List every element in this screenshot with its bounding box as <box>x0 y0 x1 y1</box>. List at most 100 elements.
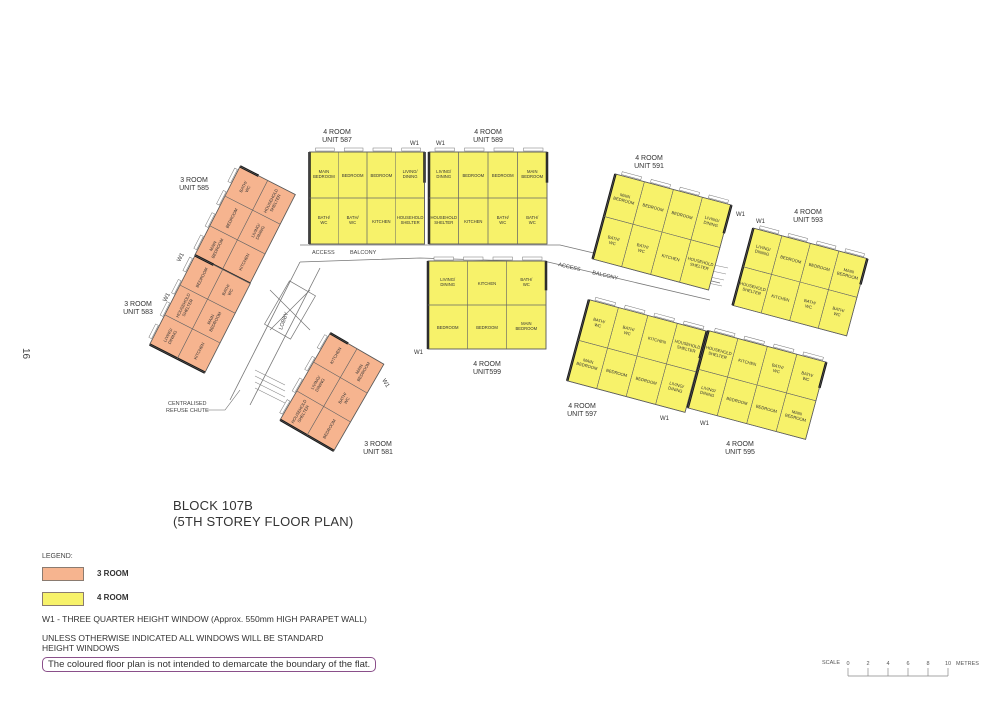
room-label: BEDROOM <box>642 202 665 213</box>
window <box>802 351 824 361</box>
window <box>714 327 736 337</box>
room-label: BEDROOM <box>606 368 629 379</box>
window <box>193 234 204 251</box>
room-label: KITCHEN <box>661 253 680 263</box>
room-label: BATH/WC <box>520 277 533 287</box>
room-label: BATH/WC <box>238 179 253 195</box>
window <box>523 147 544 152</box>
room-label: BEDROOM <box>462 173 484 178</box>
window <box>148 323 159 340</box>
legend-label-4-room: 4 ROOM <box>97 593 129 602</box>
unit-583: LIVING/DININGHOUSEHOLDSHELTERBEDROOMKITC… <box>148 254 251 374</box>
legend-heading: LEGEND: <box>42 553 73 560</box>
room <box>679 239 721 291</box>
balcony-label: BALCONY <box>350 250 377 256</box>
unit-number: UNIT 593 <box>793 217 823 224</box>
legend-swatch-4-room <box>42 592 84 606</box>
refuse-chute-label: CENTRALISED <box>168 401 207 407</box>
room-label: MAINBEDROOM <box>836 266 860 281</box>
disclaimer: The coloured floor plan is not intended … <box>42 657 377 672</box>
storey-title: (5TH STOREY FLOOR PLAN) <box>173 514 354 529</box>
w1-label: W1 <box>736 212 746 218</box>
window <box>683 320 705 330</box>
window <box>291 377 303 393</box>
room <box>339 348 385 394</box>
room-label: BEDROOM <box>755 404 778 415</box>
window <box>372 147 392 152</box>
room-label: HOUSEHOLDSHELTER <box>738 281 766 298</box>
window <box>401 147 421 152</box>
room-label: BATH/WC <box>318 215 331 225</box>
window <box>679 186 700 196</box>
unit-type: 4 ROOM <box>635 155 663 162</box>
window <box>621 171 642 181</box>
refuse-chute-label-2: REFUSE CHUTE <box>166 408 209 414</box>
window <box>787 233 808 242</box>
room-label: LIVING/DINING <box>668 380 686 394</box>
room <box>817 289 858 337</box>
room-label: KITCHEN <box>771 293 790 303</box>
window <box>493 147 514 152</box>
room-label: MAINBEDROOM <box>576 356 600 371</box>
unit-581: HOUSEHOLDSHELTERLIVING/DININGKITCHENBEDR… <box>279 332 385 452</box>
unit-number: UNIT 583 <box>123 309 153 316</box>
window <box>708 194 729 204</box>
unit-number: UNIT 585 <box>179 185 209 192</box>
room-label: BEDROOM <box>635 375 658 386</box>
windows-note-2: HEIGHT WINDOWS <box>42 643 120 653</box>
room-label: BEDROOM <box>371 173 393 178</box>
room-label: BATH/WC <box>621 324 636 337</box>
room-label: BEDROOM <box>671 210 694 221</box>
unit-number: UNIT 597 <box>567 411 597 418</box>
w1-label: W1 <box>162 292 172 303</box>
w1-label: W1 <box>436 141 446 147</box>
unit-type: 4 ROOM <box>726 441 754 448</box>
room-label: BEDROOM <box>808 262 831 273</box>
scale-tick-label: 6 <box>906 661 909 667</box>
room-label: LIVING/DINING <box>250 222 266 241</box>
room-label: BATH/WC <box>526 215 539 225</box>
w1-label: W1 <box>414 350 424 356</box>
room-label: BATH/WC <box>347 215 360 225</box>
window <box>434 147 455 152</box>
unit-type: 3 ROOM <box>364 441 392 448</box>
room-label: HOUSEHOLDSHELTER <box>673 338 701 355</box>
window <box>844 248 865 257</box>
w1-label: W1 <box>756 219 766 225</box>
window <box>227 167 238 184</box>
w1-note: W1 - THREE QUARTER HEIGHT WINDOW (Approx… <box>42 614 367 624</box>
window <box>464 147 485 152</box>
unit-type: 4 ROOM <box>474 129 502 136</box>
legend-label-3-room: 3 ROOM <box>97 569 129 578</box>
room-label: BEDROOM <box>726 396 749 407</box>
room-label: BATH/WC <box>831 305 846 318</box>
unit-number: UNIT 587 <box>322 137 352 144</box>
room-label: KITCHEN <box>478 281 496 286</box>
access-label-east: ACCESS <box>558 262 582 273</box>
window <box>773 343 795 353</box>
window <box>279 399 291 415</box>
room-label: BEDROOM <box>476 325 498 330</box>
scale-tick-label: 0 <box>846 661 849 667</box>
room-label: BATH/WC <box>221 283 236 299</box>
room-label: LIVING/DINING <box>440 277 456 287</box>
room-label: LIVING/DINING <box>436 169 452 179</box>
window <box>433 256 454 261</box>
window <box>653 312 675 322</box>
unit-type: 3 ROOM <box>180 177 208 184</box>
room-label: LIVING/DINING <box>754 244 772 258</box>
unit-type: 4 ROOM <box>568 403 596 410</box>
